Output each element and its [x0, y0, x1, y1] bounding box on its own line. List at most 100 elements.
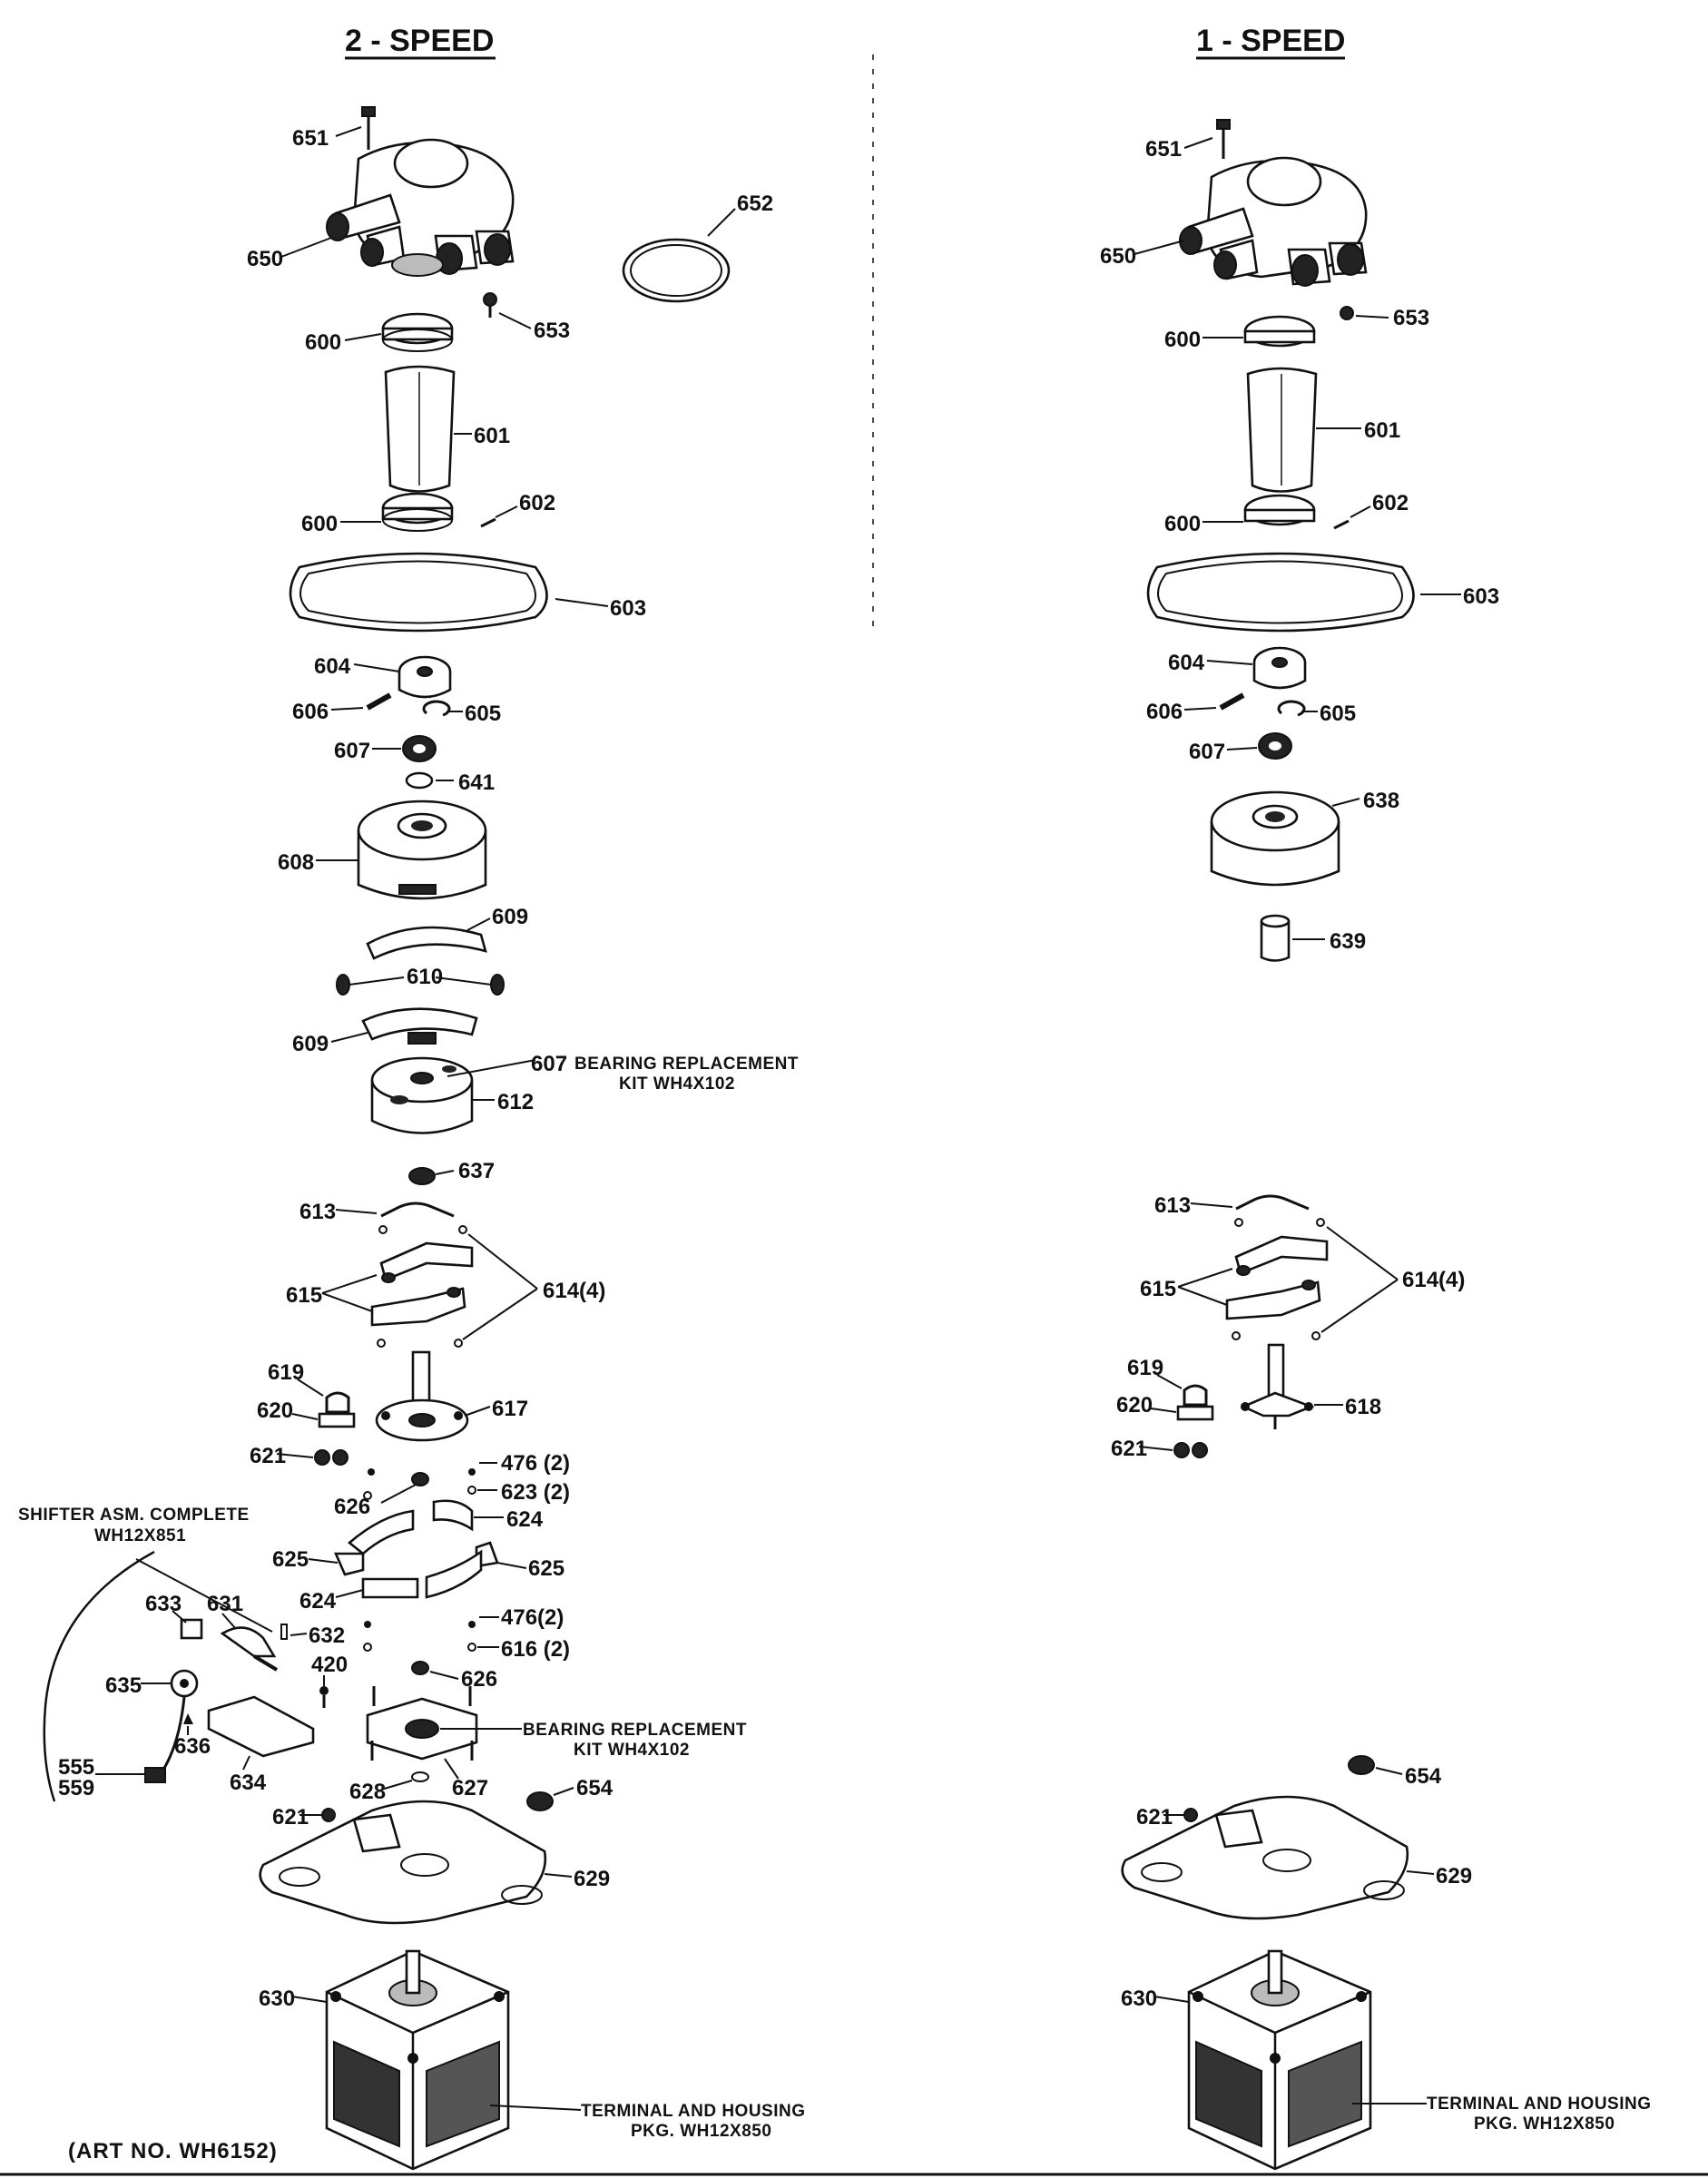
label-633: 633 [145, 1592, 182, 1616]
label-607-r: 607 [1189, 740, 1225, 764]
label-476-bottom: 476(2) [501, 1605, 564, 1630]
note-terminal-left-line1: TERMINAL AND HOUSING [581, 2102, 806, 2121]
label-600-top-r: 600 [1164, 328, 1201, 352]
motor-630-r [1187, 1949, 1372, 2171]
note-bearing-kit-2-line2: KIT WH4X102 [574, 1741, 690, 1760]
springs-610 [336, 974, 505, 996]
label-650-r: 650 [1100, 244, 1136, 269]
label-621-r-top: 621 [1111, 1437, 1147, 1461]
label-605: 605 [465, 701, 501, 726]
shifter-assembly [144, 1618, 329, 1783]
bracket-619-620 [318, 1391, 356, 1428]
label-639: 639 [1330, 929, 1366, 954]
clutch-drum-608 [357, 800, 487, 900]
pulley-638 [1210, 790, 1340, 887]
note-terminal-right-line1: TERMINAL AND HOUSING [1427, 2095, 1652, 2114]
art-number: (ART NO. WH6152) [68, 2139, 278, 2163]
pump-housing-650-r [1179, 156, 1368, 287]
label-606-r: 606 [1146, 700, 1183, 724]
label-612: 612 [497, 1090, 534, 1114]
shoes-624-625 [334, 1499, 499, 1599]
label-638: 638 [1363, 789, 1399, 813]
label-630: 630 [259, 1987, 295, 2011]
label-621-left: 621 [250, 1444, 286, 1468]
label-628: 628 [349, 1780, 386, 1804]
nut-637 [408, 1167, 436, 1185]
note-bearing-kit-1-line1: BEARING REPLACEMENT [574, 1055, 799, 1074]
label-616: 616 (2) [501, 1637, 570, 1662]
clamp-600-bottom-r [1243, 494, 1316, 526]
label-626-bottom: 626 [461, 1667, 497, 1692]
shoe-609-bottom [361, 1007, 478, 1041]
label-651: 651 [292, 126, 329, 151]
nut-626-bottom [411, 1661, 429, 1675]
shoe-609-top [366, 926, 487, 960]
bracket-619-620-r [1176, 1384, 1214, 1421]
header-2-speed: 2 - SPEED [345, 24, 494, 58]
label-637: 637 [458, 1159, 495, 1183]
clamp-600-bottom [381, 492, 454, 532]
plate-617 [375, 1350, 469, 1442]
label-620: 620 [257, 1398, 293, 1423]
hose-601-r [1246, 367, 1318, 493]
label-641: 641 [458, 770, 495, 795]
label-615: 615 [286, 1283, 322, 1308]
nuts-621 [314, 1449, 348, 1466]
bearing-607 [402, 735, 437, 762]
note-terminal-right-line2: PKG. WH12X850 [1474, 2114, 1615, 2134]
label-629: 629 [574, 1867, 610, 1891]
screw-651 [361, 106, 376, 150]
label-600-top: 600 [305, 330, 341, 355]
label-614-r: 614(4) [1402, 1268, 1465, 1292]
label-608: 608 [278, 850, 314, 875]
nut-626-top [411, 1472, 429, 1486]
label-654: 654 [576, 1776, 614, 1800]
clamp-600-top-r [1243, 315, 1316, 348]
label-617: 617 [492, 1397, 528, 1421]
screw-653 [483, 292, 497, 318]
label-601: 601 [474, 424, 510, 448]
label-600-bottom: 600 [301, 512, 338, 536]
label-609-top: 609 [492, 905, 528, 929]
label-420: 420 [311, 1653, 348, 1677]
label-603: 603 [610, 596, 646, 621]
label-625-left: 625 [272, 1547, 309, 1572]
pulley-604 [398, 655, 452, 699]
screw-651-r [1216, 119, 1231, 159]
washer-641 [405, 771, 434, 790]
clutch-hub-612 [370, 1056, 474, 1134]
label-652: 652 [737, 191, 773, 216]
key-606 [366, 692, 392, 711]
label-650: 650 [247, 247, 283, 271]
column-1-speed: 651 650 653 600 [1100, 119, 1652, 2171]
label-607-kit: 607 [531, 1052, 567, 1076]
pulley-604-r [1252, 646, 1307, 690]
label-606: 606 [292, 700, 329, 724]
label-623: 623 (2) [501, 1480, 570, 1505]
pump-housing-650 [326, 138, 515, 277]
mounting-plate-629-r [1121, 1795, 1409, 1920]
label-619: 619 [268, 1360, 304, 1385]
clamp-600-top [381, 312, 454, 352]
label-559: 559 [58, 1776, 94, 1800]
header-1-speed: 1 - SPEED [1196, 24, 1345, 58]
sleeve-639 [1260, 914, 1291, 962]
label-476-top: 476 (2) [501, 1451, 570, 1476]
ring-605 [422, 700, 451, 717]
label-629-r: 629 [1436, 1864, 1472, 1889]
label-619-r: 619 [1127, 1356, 1163, 1380]
label-605-r: 605 [1320, 701, 1356, 726]
weights-615 [370, 1241, 474, 1327]
label-604-r: 604 [1168, 651, 1205, 675]
label-604: 604 [314, 654, 351, 679]
label-607: 607 [334, 739, 370, 763]
label-603-r: 603 [1463, 584, 1499, 609]
label-600-bottom-r: 600 [1164, 512, 1201, 536]
label-631: 631 [207, 1592, 243, 1616]
washers-614 [377, 1225, 467, 1348]
label-654-r: 654 [1405, 1764, 1442, 1789]
label-615-r: 615 [1140, 1277, 1176, 1301]
label-618: 618 [1345, 1395, 1381, 1419]
label-624-bottom: 624 [299, 1589, 337, 1614]
